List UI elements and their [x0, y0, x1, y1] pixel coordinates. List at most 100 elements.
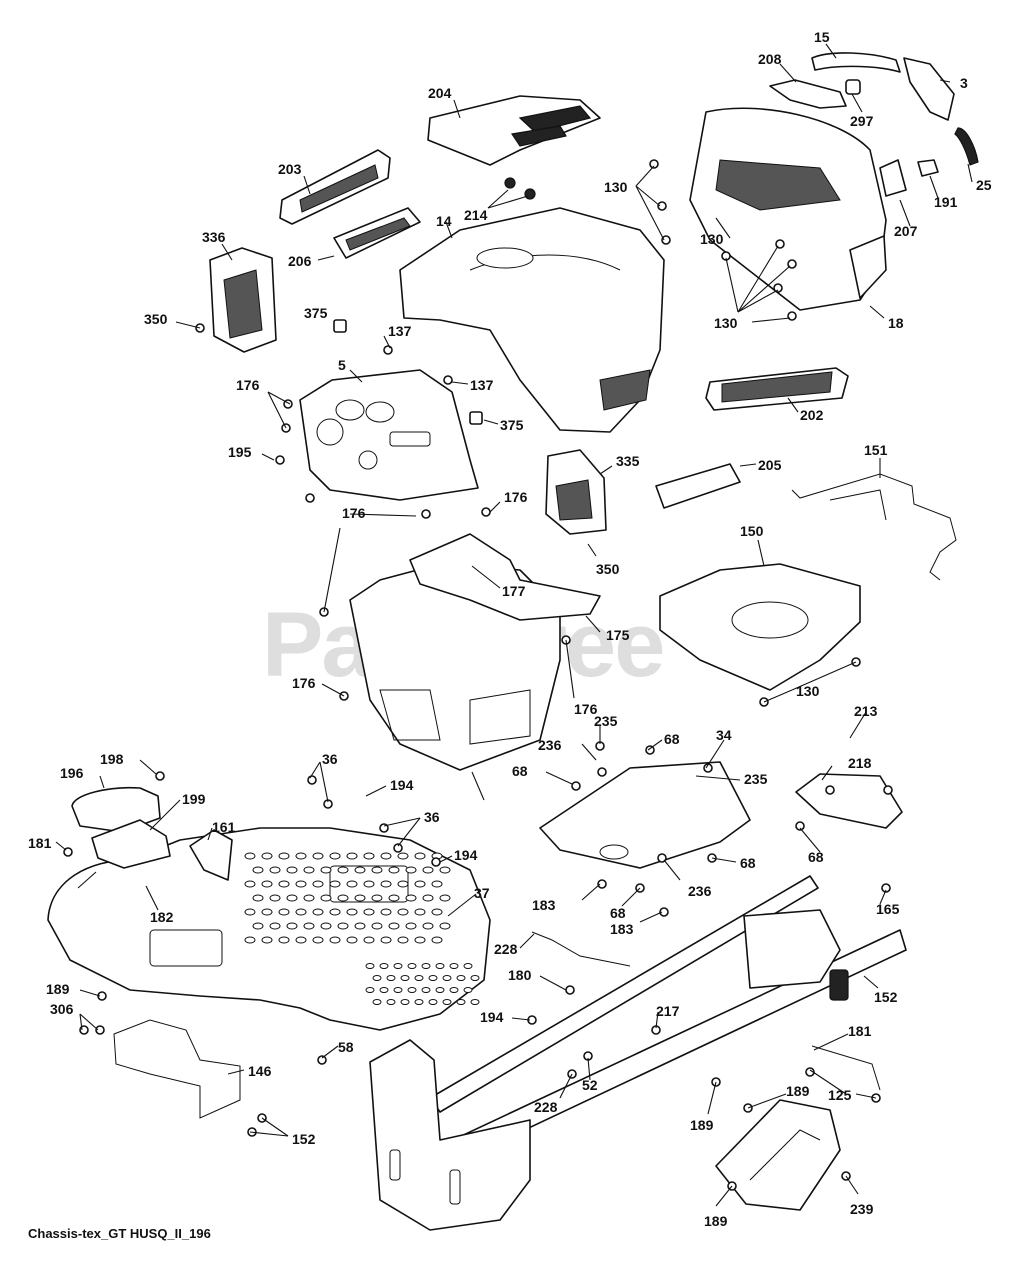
callout-label: 36	[424, 809, 440, 825]
part-cap-375-a	[333, 319, 347, 333]
part-bracket-218	[795, 773, 903, 829]
callout-label: 146	[248, 1063, 272, 1079]
part-seat-plate	[91, 819, 171, 869]
callout-label: 165	[876, 901, 900, 917]
callout-label: 182	[150, 909, 174, 925]
part-headlight-bracket	[769, 79, 847, 109]
part-nose-side	[849, 235, 887, 299]
callout-label: 125	[828, 1087, 852, 1103]
part-hood-top	[427, 95, 601, 166]
part-right-side-panel-mesh	[555, 479, 593, 521]
callout-label: 181	[28, 835, 52, 851]
part-dash-steering-hole	[316, 418, 344, 446]
callout-label: 208	[758, 51, 782, 67]
callout-label: 213	[854, 703, 878, 719]
part-fender-vent-pattern	[244, 852, 480, 1005]
part-rear-bracket-152-rib	[749, 1129, 821, 1181]
callout-label: 130	[796, 683, 820, 699]
part-bracket-151	[791, 473, 957, 581]
part-dash-knob-hole	[358, 450, 378, 470]
part-connector	[917, 159, 939, 177]
callout-label: 176	[342, 505, 366, 521]
part-dash-gauge-right	[365, 401, 395, 423]
callout-label: 183	[610, 921, 634, 937]
part-nose-mesh	[715, 159, 841, 211]
callout-label: 239	[850, 1201, 874, 1217]
callout-label: 161	[212, 819, 236, 835]
callout-label: 204	[428, 85, 452, 101]
part-dash-gauge-left	[335, 399, 365, 421]
callout-label: 350	[596, 561, 620, 577]
callout-label: 176	[574, 701, 598, 717]
callout-label: 3	[960, 75, 968, 91]
callout-label: 5	[338, 357, 346, 373]
callout-label: 375	[500, 417, 524, 433]
callout-label: 205	[758, 457, 782, 473]
callout-label: 207	[894, 223, 918, 239]
callout-label: 235	[594, 713, 618, 729]
part-trim-bar	[655, 463, 741, 509]
callout-label: 195	[228, 444, 252, 460]
callout-label: 58	[338, 1039, 354, 1055]
callout-label: 189	[690, 1117, 714, 1133]
diagram-caption: Chassis-tex_GT HUSQ_II_196	[28, 1226, 211, 1241]
callout-label: 236	[538, 737, 562, 753]
callout-label: 202	[800, 407, 824, 423]
part-hood-shell-opening	[476, 247, 534, 269]
part-dash-switch-slot	[389, 431, 431, 447]
callout-label: 180	[508, 967, 532, 983]
callout-label: 181	[848, 1023, 872, 1039]
part-clip-b	[524, 188, 536, 200]
part-battery-tray-opening	[731, 601, 809, 639]
callout-label: 176	[504, 489, 528, 505]
part-front-grille-bar-mesh	[721, 371, 833, 403]
callout-leader-lines	[55, 43, 973, 1207]
callout-label: 206	[288, 253, 312, 269]
callout-label: 68	[740, 855, 756, 871]
callout-label: 194	[454, 847, 478, 863]
callout-label: 189	[786, 1083, 810, 1099]
callout-label: 52	[582, 1077, 598, 1093]
callout-label: 203	[278, 161, 302, 177]
part-left-side-panel-mesh	[223, 269, 263, 339]
callout-label: 177	[502, 583, 526, 599]
part-rear-bracket-152	[715, 1099, 841, 1211]
part-grille-insert-mesh	[299, 164, 379, 213]
part-lower-console-inset	[379, 689, 441, 741]
part-headlight-lens	[811, 52, 901, 73]
part-side-plate	[903, 57, 955, 121]
part-hood-stripe-2	[510, 125, 567, 147]
callout-label: 350	[144, 311, 168, 327]
part-bulb	[845, 79, 861, 95]
callout-label: 130	[700, 231, 724, 247]
callout-label: 37	[474, 885, 490, 901]
part-front-nose	[689, 107, 887, 311]
callout-label: 194	[480, 1009, 504, 1025]
callout-label: 189	[46, 981, 70, 997]
callout-label: 218	[848, 755, 872, 771]
callout-label: 36	[322, 751, 338, 767]
callout-label: 151	[864, 442, 888, 458]
callout-label: 34	[716, 727, 732, 743]
part-bracket	[879, 159, 907, 197]
part-seat-mount-hole	[599, 844, 629, 860]
part-bracket-58	[113, 1019, 241, 1119]
callout-label: 236	[688, 883, 712, 899]
callout-label: 228	[494, 941, 518, 957]
callout-label: 137	[470, 377, 494, 393]
part-trim-clip	[954, 127, 979, 166]
callout-label: 194	[390, 777, 414, 793]
part-frame-slot-b	[449, 1169, 461, 1205]
callout-label: 183	[532, 897, 556, 913]
callout-label: 297	[850, 113, 874, 129]
part-cap-375-b	[469, 411, 483, 425]
part-dash-bracket	[409, 533, 601, 621]
callout-label: 152	[292, 1131, 316, 1147]
callout-label: 214	[464, 207, 488, 223]
callout-label: 18	[888, 315, 904, 331]
part-side-vent-mesh	[345, 217, 411, 251]
callout-label: 68	[610, 905, 626, 921]
callout-label: 235	[744, 771, 768, 787]
part-hood-lower-vent	[599, 369, 651, 411]
